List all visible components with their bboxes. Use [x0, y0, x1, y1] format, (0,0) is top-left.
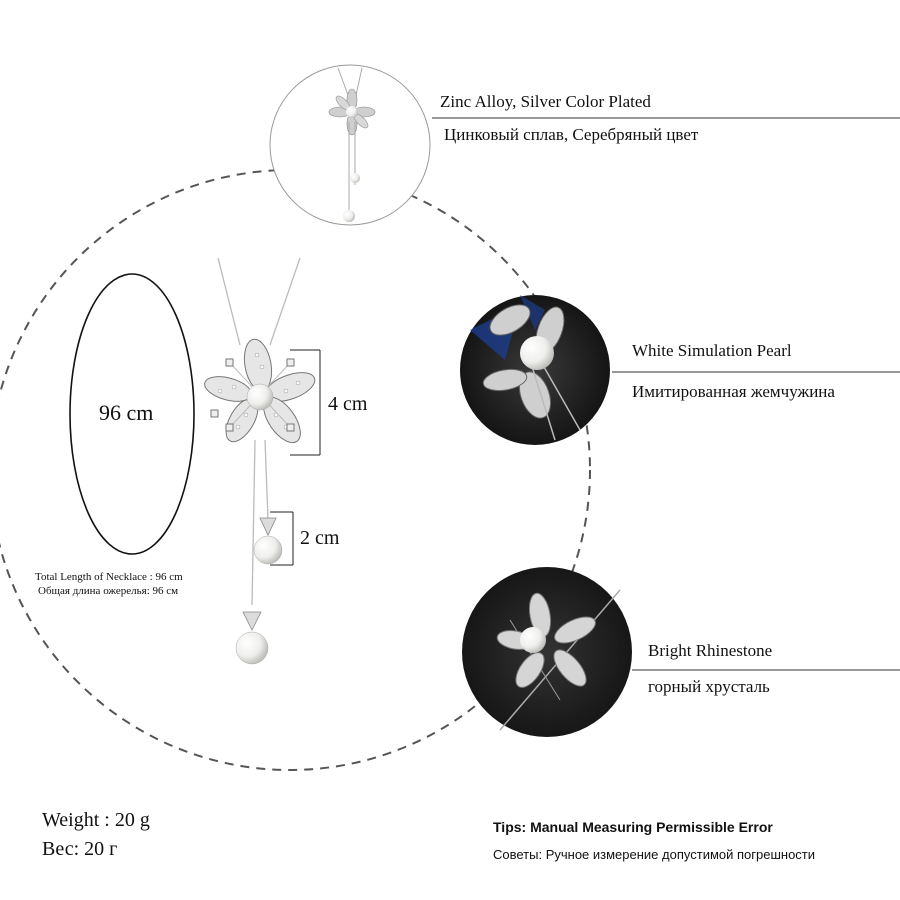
pearl-closeup-image — [470, 295, 581, 441]
top-detail-circle — [269, 64, 431, 226]
pendant-size-label: 4 cm — [328, 393, 368, 415]
feature-label-en-3: Bright Rhinestone — [648, 641, 773, 660]
feature-label-en-1: Zinc Alloy, Silver Color Plated — [440, 92, 651, 111]
top-necklace-thumbnail — [328, 67, 376, 222]
dimension-bracket-pendant — [290, 349, 321, 456]
feature-label-en-2: White Simulation Pearl — [632, 341, 792, 360]
rhinestone-closeup-image — [496, 589, 621, 731]
feature-label-ru-3: горный хрусталь — [648, 677, 770, 696]
total-length-note-en: Total Length of Necklace : 96 cm — [35, 571, 183, 583]
weight-en: Weight : 20 g — [42, 809, 150, 831]
dimension-bracket-drop — [270, 511, 294, 566]
length-oval — [69, 273, 195, 555]
feature-label-ru-2: Имитированная жемчужина — [632, 382, 835, 401]
total-length-value: 96 cm — [99, 400, 154, 425]
weight-ru: Вес: 20 г — [42, 838, 118, 860]
rhinestone-closeup-circle — [462, 567, 632, 737]
tips-ru: Советы: Ручное измерение допустимой погр… — [493, 847, 816, 862]
drop-size-label: 2 cm — [300, 527, 340, 549]
feature-label-ru-1: Цинковый сплав, Серебряный цвет — [444, 125, 699, 144]
tips-title: Tips: Manual Measuring Permissible Error — [493, 819, 773, 835]
total-length-note-ru: Общая длина ожерелья: 96 см — [38, 585, 179, 597]
main-necklace — [204, 257, 316, 665]
